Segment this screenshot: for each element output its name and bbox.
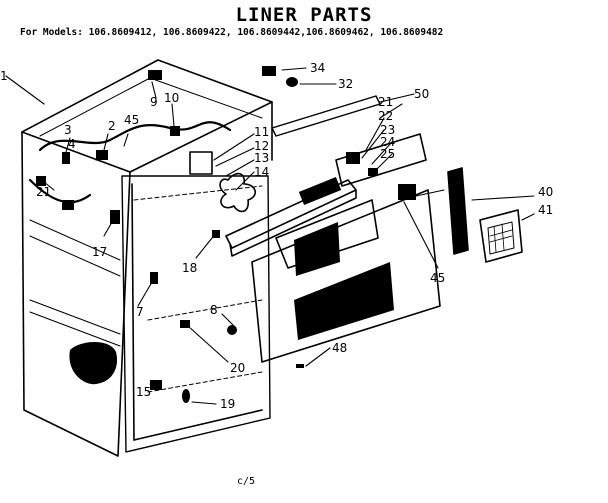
callout-21-right: 21 bbox=[378, 95, 393, 109]
diagram-title: LINER PARTS bbox=[235, 4, 373, 26]
callout-17: 17 bbox=[92, 245, 107, 259]
callout-9: 9 bbox=[150, 95, 158, 109]
callout-32: 32 bbox=[338, 77, 353, 91]
callout-45-left: 45 bbox=[124, 113, 139, 127]
callout-11: 11 bbox=[254, 125, 269, 139]
callout-1: 1 bbox=[0, 69, 8, 83]
callout-25: 25 bbox=[380, 147, 395, 161]
model-list: For Models: 106.8609412, 106.8609422, 10… bbox=[20, 27, 444, 38]
drawing-code: c/5 bbox=[237, 476, 256, 487]
callout-21-left: 21 bbox=[36, 185, 51, 199]
callout-12: 12 bbox=[254, 139, 269, 153]
callout-3: 3 bbox=[64, 123, 72, 137]
callout-41: 41 bbox=[538, 203, 553, 217]
callout-45-right: 45 bbox=[430, 271, 445, 285]
callout-15: 15 bbox=[136, 385, 151, 399]
liner-body bbox=[21, 59, 273, 457]
callout-48: 48 bbox=[332, 341, 347, 355]
vent-trim bbox=[447, 167, 523, 263]
light-housing bbox=[225, 95, 381, 257]
callout-13: 13 bbox=[254, 151, 269, 165]
callout-labels: 1 9 10 3 2 45 4 21 17 11 12 13 14 34 32 … bbox=[0, 61, 553, 411]
leader-lines bbox=[5, 67, 535, 405]
callout-40: 40 bbox=[538, 185, 553, 199]
callout-18: 18 bbox=[182, 261, 197, 275]
callout-8: 8 bbox=[210, 303, 218, 317]
callout-34: 34 bbox=[310, 61, 325, 75]
callout-14: 14 bbox=[254, 165, 269, 179]
callout-4: 4 bbox=[68, 137, 76, 151]
callout-23: 23 bbox=[380, 123, 395, 137]
callout-7: 7 bbox=[136, 305, 144, 319]
callout-50: 50 bbox=[414, 87, 429, 101]
callout-20: 20 bbox=[230, 361, 245, 375]
callout-2: 2 bbox=[108, 119, 116, 133]
callout-10: 10 bbox=[164, 91, 179, 105]
control-panel bbox=[251, 133, 441, 363]
fan-assembly bbox=[189, 151, 256, 213]
small-parts bbox=[36, 66, 378, 403]
callout-24: 24 bbox=[380, 135, 395, 149]
callout-22: 22 bbox=[378, 109, 393, 123]
callout-19: 19 bbox=[220, 397, 235, 411]
